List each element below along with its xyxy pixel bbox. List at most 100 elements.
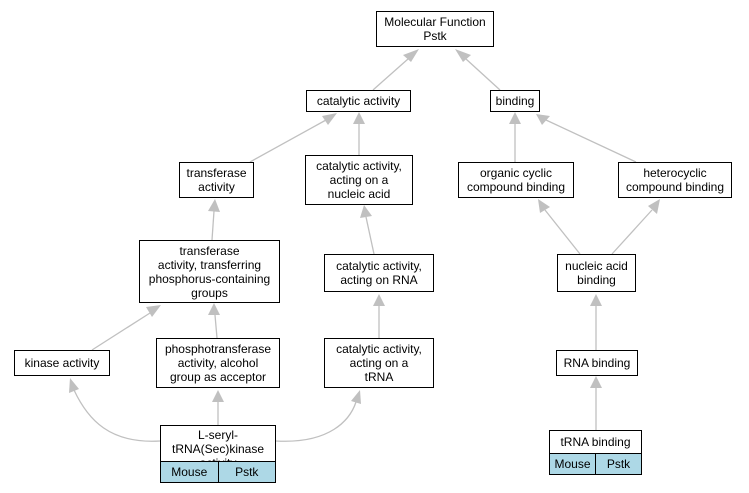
node-text: RNA binding xyxy=(564,356,631,370)
gene-tag[interactable]: Pstk xyxy=(217,462,275,482)
node-text-line: catalytic activity, xyxy=(316,159,402,173)
node-text-line: groups xyxy=(191,285,228,300)
arrow-catalytic-left xyxy=(322,113,337,125)
edge-nucleic-to-heterocyclic xyxy=(611,209,653,255)
arrow-binding-mid xyxy=(509,112,521,124)
node-text: kinase activity xyxy=(25,356,100,370)
node-catalytic-activity[interactable]: catalytic activity xyxy=(306,90,411,112)
node-text-line: RNA binding xyxy=(563,356,631,370)
gene-tag[interactable]: Pstk xyxy=(595,454,641,474)
species-tag[interactable]: Mouse xyxy=(161,462,218,482)
node-text-line: organic cyclic xyxy=(479,166,552,180)
species-tags: Mouse Pstk xyxy=(161,461,275,482)
node-text-line: transferase xyxy=(186,166,247,180)
node-text: binding xyxy=(496,94,535,108)
species-tag[interactable]: Mouse xyxy=(550,454,595,474)
node-text: catalytic activity,acting on RNA xyxy=(336,259,422,287)
node-text: tRNA binding xyxy=(553,435,638,449)
node-text-line: compound binding xyxy=(466,180,566,194)
node-kinase-activity[interactable]: kinase activity xyxy=(14,350,110,376)
arrow-root-left xyxy=(403,49,419,62)
node-text-line: catalytic activity, xyxy=(336,259,422,273)
node-binding[interactable]: binding xyxy=(490,90,540,112)
arrow-heterocyclic xyxy=(648,199,660,214)
node-text-line: activity xyxy=(198,180,235,194)
node-text-line: tRNA xyxy=(364,370,394,384)
node-text-line: catalytic activity, xyxy=(336,342,422,356)
node-trna-binding[interactable]: tRNA binding Mouse Pstk xyxy=(549,430,642,475)
node-text-line: Pstk xyxy=(423,29,447,43)
edge-transphos-to-transferase xyxy=(211,210,215,241)
arrow-transphos-left xyxy=(146,305,161,317)
node-trna-binding-label: tRNA binding xyxy=(550,431,641,449)
edge-binding-to-root xyxy=(465,58,501,91)
edge-catalytic-to-root xyxy=(372,58,409,91)
arrow-kinase xyxy=(69,378,79,393)
edge-phospho-to-transphos xyxy=(214,314,218,339)
node-text: catalytic activity xyxy=(317,94,400,108)
node-text-line: phosphotransferase xyxy=(164,342,272,356)
node-text-line: acting on a xyxy=(349,356,409,370)
arrow-binding-right xyxy=(536,114,550,125)
edge-kinase-to-transphos xyxy=(91,312,151,351)
species-tags: Mouse Pstk xyxy=(550,453,641,474)
node-text-line: tRNA binding xyxy=(560,435,631,449)
arrow-root-right xyxy=(455,49,471,62)
arrow-catnucleic xyxy=(360,205,372,218)
node-text-line: Molecular Function xyxy=(384,15,486,29)
node-text-line: transferase xyxy=(179,243,240,258)
edge-lseryl-to-cattrna xyxy=(275,401,357,442)
node-text-line: phosphorus-containing xyxy=(148,271,271,286)
node-text-line: activity, alcohol xyxy=(177,356,259,370)
arrow-organic xyxy=(538,199,550,213)
node-rna-binding[interactable]: RNA binding xyxy=(556,350,638,376)
arrow-rna xyxy=(590,376,602,388)
arrow-catalytic-mid xyxy=(353,112,365,124)
node-catalytic-rna[interactable]: catalytic activity,acting on RNA xyxy=(324,254,434,292)
node-text-line: nucleic acid xyxy=(565,259,628,273)
node-text-line: acting on a xyxy=(329,173,389,187)
edge-transferase-to-catalytic xyxy=(249,119,327,163)
edge-lseryl-to-kinase xyxy=(73,389,161,442)
node-text-line: acting on RNA xyxy=(340,273,418,287)
node-text-line: group as acceptor xyxy=(169,370,267,384)
node-text-line: catalytic activity xyxy=(316,94,401,108)
edge-catrna-to-catnucleic xyxy=(365,216,375,255)
node-text-line: binding xyxy=(495,94,535,108)
edge-heterocyclic-to-binding xyxy=(545,119,637,163)
arrow-cattrna xyxy=(351,390,361,404)
node-text-line: heterocyclic xyxy=(643,166,707,180)
edge-nucleic-to-organic xyxy=(544,209,581,255)
node-text-line: compound binding xyxy=(625,180,725,194)
arrow-catrna xyxy=(373,294,385,306)
node-text-line: nucleic acid xyxy=(327,187,391,201)
arrow-transphos-mid xyxy=(208,303,220,315)
node-text-line: L-seryl-tRNA(Sec) xyxy=(171,428,238,456)
node-text-line: kinase activity xyxy=(24,356,100,370)
node-text-line: activity, transferring xyxy=(157,257,262,272)
arrow-phospho xyxy=(212,390,224,402)
arrow-nucleic xyxy=(590,294,602,306)
node-lseryl-trna-kinase[interactable]: L-seryl-tRNA(Sec)kinase activity Mouse P… xyxy=(160,425,276,483)
arrow-transferase xyxy=(208,199,220,212)
node-text-line: binding xyxy=(577,273,616,287)
